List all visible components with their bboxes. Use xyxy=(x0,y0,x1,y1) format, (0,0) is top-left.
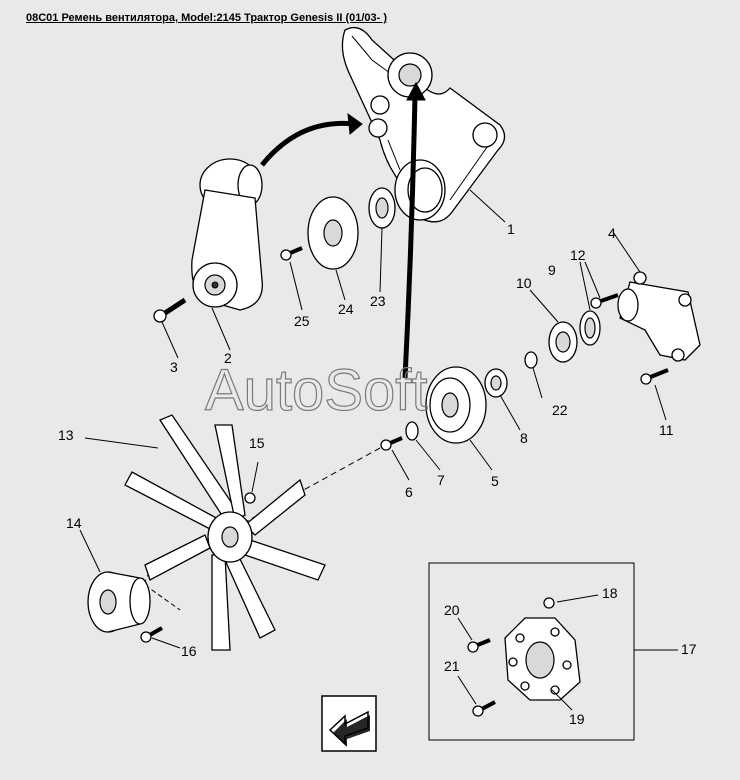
bolt-16[interactable] xyxy=(140,626,163,643)
bolt-11[interactable] xyxy=(640,368,669,385)
snap-ring-9[interactable] xyxy=(579,310,601,346)
callout-12: 12 xyxy=(570,247,586,263)
callout-6: 6 xyxy=(405,484,413,500)
callout-21: 21 xyxy=(444,658,460,674)
callout-8: 8 xyxy=(520,430,528,446)
bolt-21[interactable] xyxy=(472,700,496,717)
leader-lines xyxy=(79,189,678,711)
callout-11: 11 xyxy=(659,422,674,438)
callout-13: 13 xyxy=(58,427,74,443)
bearing-10[interactable] xyxy=(548,321,578,363)
callout-2: 2 xyxy=(224,350,232,366)
fan-belt[interactable] xyxy=(341,26,506,223)
callout-15: 15 xyxy=(249,435,265,451)
hub-8[interactable] xyxy=(484,368,508,398)
fan-13[interactable] xyxy=(124,414,326,651)
callout-20: 20 xyxy=(444,602,460,618)
callout-17: 17 xyxy=(681,641,697,657)
callout-22: 22 xyxy=(552,402,568,418)
pump-housing-4[interactable] xyxy=(617,271,701,362)
bolt-20[interactable] xyxy=(467,638,491,653)
inset-box-17 xyxy=(428,562,635,741)
nut-18[interactable] xyxy=(543,597,555,609)
pulley-5[interactable] xyxy=(425,366,487,444)
callout-16: 16 xyxy=(181,643,197,659)
page-title: 08C01 Ремень вентилятора, Model:2145 Тра… xyxy=(26,12,388,24)
callout-4: 4 xyxy=(608,225,616,241)
spacer-ring-23[interactable] xyxy=(368,187,396,229)
bolt-6[interactable] xyxy=(380,436,403,451)
callout-14: 14 xyxy=(66,515,82,531)
callout-3: 3 xyxy=(170,359,178,375)
washer-7[interactable] xyxy=(405,421,419,441)
flange-plate-24[interactable] xyxy=(307,196,359,270)
spacer-hub-19[interactable] xyxy=(504,617,581,701)
alternator-bracket[interactable] xyxy=(191,158,263,311)
bolt-25[interactable] xyxy=(280,246,303,261)
callout-9: 9 xyxy=(548,262,556,278)
bolt-3[interactable] xyxy=(153,297,187,323)
callout-23: 23 xyxy=(370,293,386,309)
callout-18: 18 xyxy=(602,585,618,601)
arrow-back-icon xyxy=(328,710,370,747)
callout-7: 7 xyxy=(437,472,445,488)
callout-24: 24 xyxy=(338,301,354,317)
washer-22[interactable] xyxy=(524,351,538,369)
drum-pulley-14[interactable] xyxy=(87,571,151,633)
bolt-12[interactable] xyxy=(590,293,619,309)
callout-19: 19 xyxy=(569,711,585,727)
callout-5: 5 xyxy=(491,473,499,489)
watermark: AutoSoft xyxy=(205,358,427,423)
callout-25: 25 xyxy=(294,313,310,329)
back-nav-button[interactable] xyxy=(321,695,377,752)
nut-15[interactable] xyxy=(244,492,256,504)
callout-labels: 1 2 3 4 5 6 7 8 9 10 11 12 13 14 15 16 1… xyxy=(58,221,697,727)
callout-1: 1 xyxy=(507,221,515,237)
callout-10: 10 xyxy=(516,275,532,291)
